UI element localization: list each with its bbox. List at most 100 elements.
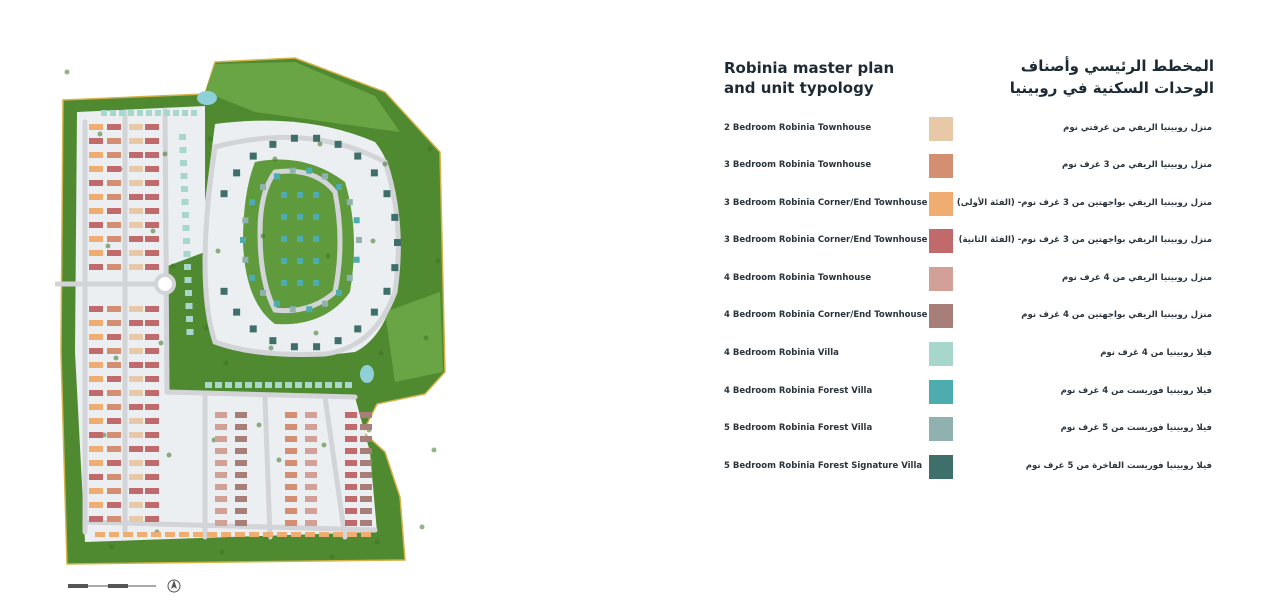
tree-icon — [223, 360, 229, 366]
unit-block — [233, 169, 241, 177]
unit-block — [305, 532, 315, 537]
unit-block — [107, 334, 121, 340]
unit-block — [107, 460, 121, 466]
unit-block — [179, 532, 189, 537]
unit-block — [129, 152, 143, 158]
unit-block — [249, 199, 256, 206]
unit-block — [119, 110, 125, 116]
unit-block — [240, 237, 246, 243]
unit-block — [370, 308, 378, 316]
unit-block — [109, 532, 119, 537]
tree-icon — [150, 228, 156, 234]
unit-block — [107, 488, 121, 494]
unit-block — [137, 532, 147, 537]
unit-block — [305, 460, 317, 466]
unit-block — [145, 376, 159, 382]
unit-block — [145, 334, 159, 340]
unit-block — [383, 190, 391, 198]
unit-block — [305, 382, 312, 388]
legend-swatch — [929, 304, 953, 328]
unit-block — [306, 306, 313, 313]
unit-block — [291, 532, 301, 537]
unit-block — [145, 306, 159, 312]
tree-icon — [427, 146, 433, 152]
unit-block — [185, 290, 192, 296]
unit-block — [297, 236, 303, 242]
unit-block — [306, 167, 313, 174]
unit-block — [313, 134, 321, 142]
unit-block — [281, 236, 287, 242]
lake — [360, 365, 374, 383]
legend-label-ar: فيلا روبينيا فوريست من 5 غرف نوم — [1060, 423, 1212, 433]
unit-block — [107, 222, 121, 228]
unit-block — [305, 448, 317, 454]
legend-label-ar: فيلا روبينيا من 4 غرف نوم — [1100, 348, 1212, 358]
unit-block — [107, 502, 121, 508]
unit-block — [155, 110, 161, 116]
north-arrow-icon — [167, 579, 181, 593]
unit-block — [129, 138, 143, 144]
unit-block — [285, 508, 297, 514]
master-plan-map — [55, 52, 450, 572]
unit-block — [89, 306, 103, 312]
unit-block — [129, 474, 143, 480]
unit-block — [129, 502, 143, 508]
unit-block — [145, 124, 159, 130]
unit-block — [334, 140, 342, 148]
unit-block — [145, 432, 159, 438]
unit-block — [186, 329, 194, 335]
legend-label-en: 3 Bedroom Robinia Corner/End Townhouse 2 — [724, 235, 937, 245]
unit-block — [345, 448, 357, 454]
unit-block — [345, 484, 357, 490]
legend-item: 5 Bedroom Robinia Forest Signature Villa… — [0, 455, 1264, 481]
unit-block — [281, 280, 287, 286]
unit-block — [129, 320, 143, 326]
unit-block — [335, 184, 342, 191]
unit-block — [89, 376, 103, 382]
unit-block — [391, 264, 399, 272]
unit-block — [361, 532, 371, 537]
unit-block — [215, 412, 227, 418]
tree-icon — [268, 345, 274, 351]
unit-block — [129, 460, 143, 466]
unit-block — [180, 160, 187, 166]
unit-block — [181, 199, 189, 205]
legend-swatch — [929, 342, 953, 366]
unit-block — [285, 436, 297, 442]
tree-icon — [435, 258, 441, 264]
unit-block — [391, 213, 399, 221]
unit-block — [89, 446, 103, 452]
unit-block — [145, 460, 159, 466]
unit-block — [89, 488, 103, 494]
tree-icon — [256, 422, 262, 428]
unit-block — [235, 448, 247, 454]
unit-block — [285, 460, 297, 466]
unit-block — [225, 382, 232, 388]
tree-icon — [64, 69, 70, 75]
legend-label-en: 3 Bedroom Robinia Townhouse — [724, 160, 872, 170]
tree-icon — [158, 340, 164, 346]
unit-block — [235, 436, 247, 442]
unit-block — [370, 169, 378, 177]
unit-block — [165, 532, 175, 537]
unit-block — [107, 236, 121, 242]
unit-block — [345, 520, 357, 526]
unit-block — [345, 508, 357, 514]
unit-block — [107, 362, 121, 368]
legend-label-en: 4 Bedroom Robinia Townhouse — [724, 273, 872, 283]
tree-icon — [431, 447, 437, 453]
unit-block — [215, 436, 227, 442]
unit-block — [89, 320, 103, 326]
tree-icon — [207, 136, 213, 142]
unit-block — [129, 166, 143, 172]
unit-block — [305, 412, 317, 418]
legend-swatch — [929, 267, 953, 291]
master-plan-svg — [55, 57, 446, 565]
title-ar-line1: المخطط الرئيسي وأصناف — [1020, 57, 1214, 75]
unit-block — [205, 382, 212, 388]
unit-block — [183, 238, 190, 244]
unit-block — [242, 256, 249, 263]
unit-block — [290, 343, 298, 351]
unit-block — [145, 222, 159, 228]
unit-block — [269, 337, 277, 345]
